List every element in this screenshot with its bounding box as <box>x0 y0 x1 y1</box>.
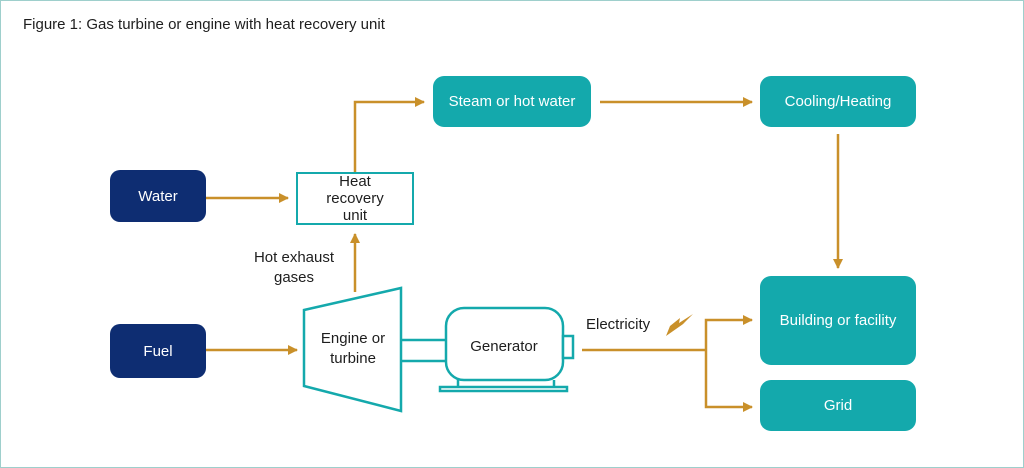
generator-base <box>438 385 569 393</box>
cooling-heating-label: Cooling/Heating <box>784 93 892 110</box>
fuel-node: Fuel <box>110 324 206 378</box>
steam-label: Steam or hot water <box>448 93 576 110</box>
heat-recovery-node: Heat recovery unit <box>296 172 414 225</box>
generator-label: Generator <box>470 338 538 355</box>
arrow-to-building <box>704 315 753 350</box>
electricity-label: Electricity <box>586 316 651 333</box>
arrow-heat-recovery-to-steam <box>353 97 425 172</box>
engine-turbine-label: Engine or turbine <box>320 330 386 367</box>
grid-node: Grid <box>760 380 916 431</box>
water-node: Water <box>110 170 206 222</box>
building-label: Building or facility <box>779 312 897 329</box>
water-label: Water <box>138 187 178 205</box>
cooling-heating-node: Cooling/Heating <box>760 76 916 127</box>
grid-label: Grid <box>823 397 853 414</box>
electricity-bolt-icon <box>666 314 693 336</box>
heat-recovery-label: Heat recovery unit <box>326 173 384 224</box>
engine-turbine-shape <box>302 286 403 413</box>
steam-node: Steam or hot water <box>433 76 591 127</box>
arrow-to-grid <box>704 350 753 412</box>
hot-exhaust-label: Hot exhaust gases <box>253 249 335 286</box>
building-node: Building or facility <box>760 276 916 365</box>
fuel-label: Fuel <box>143 342 173 360</box>
generator-terminal <box>561 334 575 360</box>
figure-title: Figure 1: Gas turbine or engine with hea… <box>23 16 385 33</box>
